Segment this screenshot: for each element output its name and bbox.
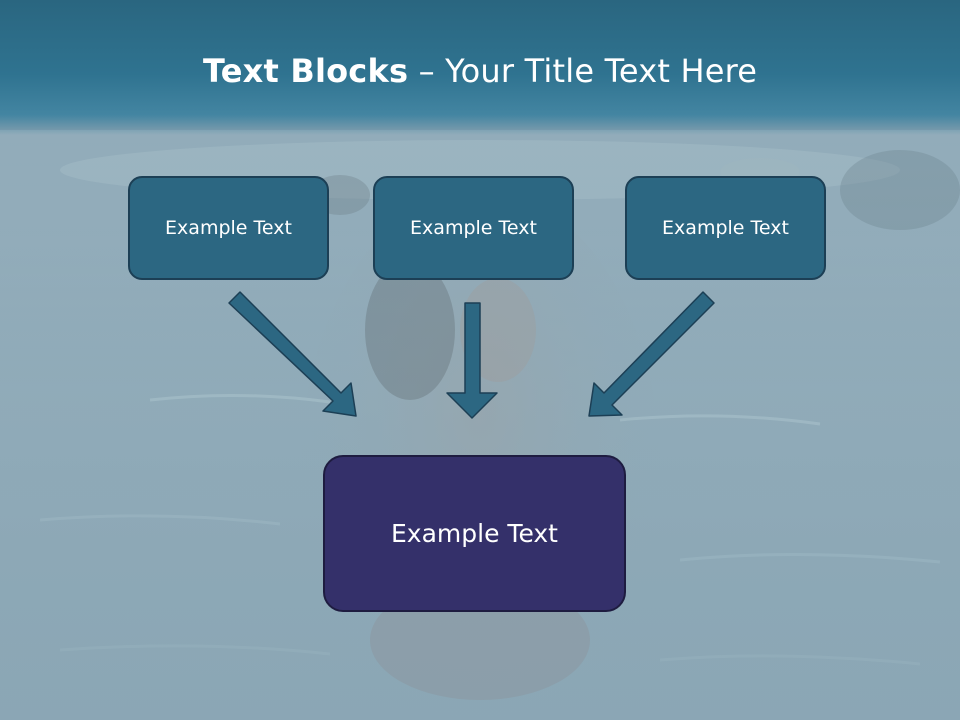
down-arrow-icon-left [228,291,357,417]
text-block-top-left-label: Example Text [165,217,292,239]
text-block-top-center-label: Example Text [410,217,537,239]
title-band [0,0,960,135]
slide-title: Text Blocks – Your Title Text Here [203,52,757,90]
down-arrow-icon-center [446,302,498,419]
slide-title-rest: – Your Title Text Here [408,52,758,90]
text-block-top-left[interactable]: Example Text [128,176,329,280]
slide-title-bold: Text Blocks [203,52,409,90]
text-block-top-center[interactable]: Example Text [373,176,574,280]
text-block-main[interactable]: Example Text [323,455,626,612]
text-block-top-right[interactable]: Example Text [625,176,826,280]
down-arrow-icon-right [588,291,715,417]
text-block-main-label: Example Text [391,519,558,548]
text-block-top-right-label: Example Text [662,217,789,239]
